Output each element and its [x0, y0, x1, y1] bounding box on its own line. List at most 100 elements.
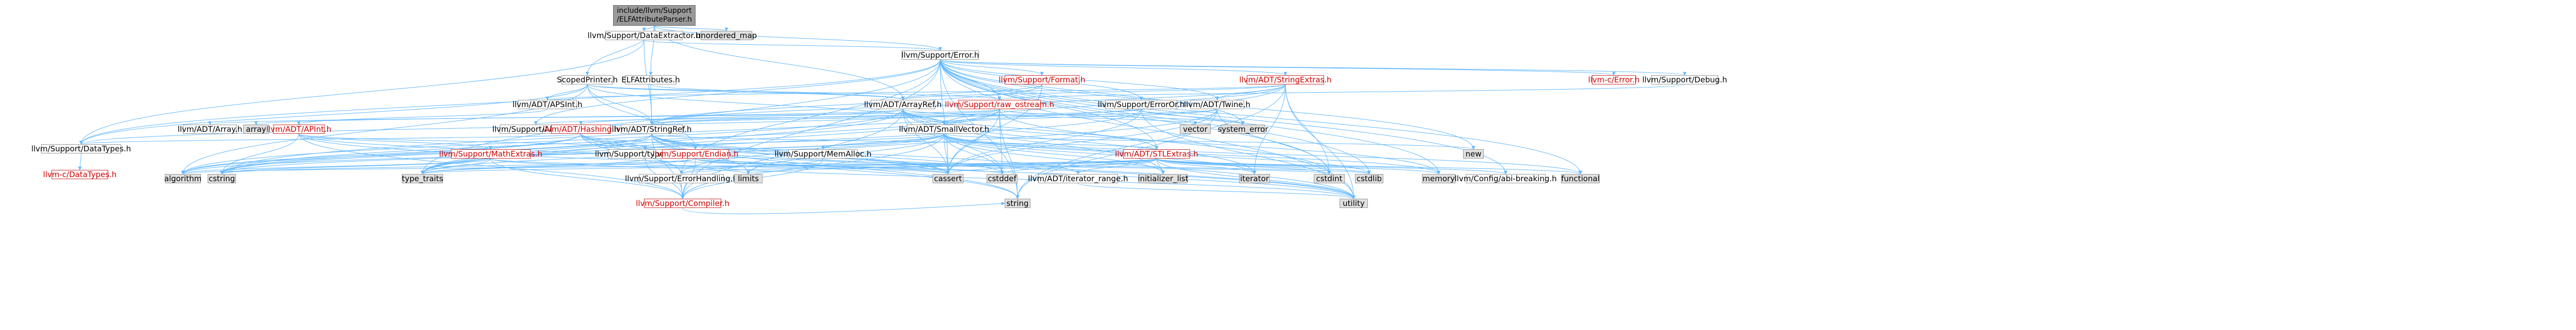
graph-node-twine[interactable]: llvm/ADT/Twine.h — [1183, 100, 1251, 109]
edge-erroror-to-type_traits — [420, 109, 1142, 175]
edge-memalloc-to-cstdlib — [823, 158, 1371, 175]
edge-rawostream-to-adtarray — [208, 109, 1000, 125]
edge-twine-to-smallvector — [942, 109, 1217, 125]
edge-stringref-to-algorithm — [181, 133, 652, 175]
edge-hashing-to-cassert — [581, 133, 950, 175]
graph-node-algorithm[interactable]: algorithm — [164, 174, 202, 183]
edge-stringref-to-stlextras — [651, 133, 1159, 150]
graph-node-array[interactable]: array — [243, 125, 269, 134]
graph-node-smallvector[interactable]: llvm/ADT/SmallVector.h — [899, 125, 990, 134]
edge-smallvector-to-new — [944, 133, 1476, 150]
edge-error-to-cstdlib — [940, 59, 1371, 175]
edge-error-to-compiler — [681, 59, 941, 199]
graph-node-limits[interactable]: limits — [734, 174, 762, 183]
edge-compiler-to-string — [682, 201, 1005, 214]
graph-node-cstring[interactable]: cstring — [208, 174, 236, 183]
graph-node-error[interactable]: llvm/Support/Error.h — [901, 50, 979, 60]
graph-node-dataextractor[interactable]: llvm/Support/DataExtractor.h — [587, 31, 701, 40]
graph-node-cassert[interactable]: cassert — [933, 174, 963, 183]
graph-node-memory[interactable]: memory — [1422, 174, 1455, 183]
graph-node-llvmcerror[interactable]: llvm-c/Error.h — [1588, 75, 1640, 84]
edge-stlextras-to-functional — [1156, 158, 1582, 175]
graph-node-cstddef[interactable]: cstddef — [987, 174, 1018, 183]
graph-node-mathextras[interactable]: llvm/Support/MathExtras.h — [439, 149, 543, 159]
graph-node-arrayref[interactable]: llvm/ADT/ArrayRef.h — [864, 100, 942, 109]
graph-node-compiler[interactable]: llvm/Support/Compiler.h — [636, 199, 730, 208]
edge-smallvector-to-memory — [944, 133, 1440, 175]
edge-stlextras-to-iteratorrange — [1076, 158, 1157, 175]
edge-scopedprinter-to-stringref — [587, 84, 654, 125]
graph-node-erroror[interactable]: llvm/Support/ErrorOr.h — [1097, 100, 1185, 109]
graph-node-memalloc[interactable]: llvm/Support/MemAlloc.h — [774, 149, 872, 159]
edge-error-to-stringextras — [940, 59, 1287, 76]
graph-node-debug[interactable]: llvm/Support/Debug.h — [1642, 75, 1727, 84]
edge-hashing-to-utility — [581, 133, 1355, 199]
graph-node-hashing[interactable]: llvm/ADT/Hashing.h — [543, 125, 619, 134]
graph-node-llvmcdatatypes[interactable]: llvm-c/DataTypes.h — [43, 170, 117, 179]
edge-root-to-unordered_map — [654, 25, 728, 31]
edge-smallvector-to-typetraits — [643, 133, 944, 150]
edge-stringref-to-cstring — [220, 133, 652, 175]
graph-node-stringextras[interactable]: llvm/ADT/StringExtras.h — [1239, 75, 1332, 84]
edge-rawostream-to-string — [999, 109, 1020, 199]
graph-node-iteratorrange[interactable]: llvm/ADT/iterator_range.h — [1028, 174, 1128, 183]
edge-debug-to-rawostream — [998, 84, 1685, 100]
edge-stlextras-to-limits — [747, 158, 1157, 175]
graph-node-adtarray[interactable]: llvm/ADT/Array.h — [177, 125, 243, 134]
edge-arrayref-to-vector — [903, 109, 1197, 125]
graph-node-configabi[interactable]: llvm/Config/abi-breaking.h — [1454, 174, 1557, 183]
graph-node-endian[interactable]: llvm/Support/Endian.h — [652, 149, 739, 159]
edge-dataextractor-to-datatypes — [79, 40, 645, 145]
edge-endian-to-cstring — [220, 158, 696, 175]
edge-elfattributes-to-arrayref — [650, 84, 905, 100]
graph-node-initializer_list[interactable]: initializer_list — [1138, 174, 1189, 183]
graph-node-type_traits[interactable]: type_traits — [401, 174, 444, 183]
graph-node-utility[interactable]: utility — [1340, 199, 1368, 208]
edge-root-to-dataextractor — [642, 25, 655, 31]
graph-node-scopedprinter[interactable]: ScopedPrinter.h — [557, 75, 618, 84]
edge-datatypes-to-llvmcdatatypes — [78, 153, 82, 170]
edge-smallvector-to-utility — [944, 133, 1355, 199]
edge-arrayref-to-memory — [903, 109, 1440, 175]
edge-hashing-to-algorithm — [181, 133, 581, 175]
graph-node-vector[interactable]: vector — [1180, 125, 1211, 134]
edge-iteratorrange-to-utility — [1078, 183, 1355, 199]
edge-stlextras-to-initializer_list — [1156, 158, 1165, 175]
graph-node-errorhandling[interactable]: llvm/Support/ErrorHandling.h — [625, 174, 738, 183]
edge-smallvector-to-initializer_list — [944, 133, 1165, 175]
graph-node-datatypes[interactable]: llvm/Support/DataTypes.h — [31, 144, 131, 153]
edge-stlextras-to-cstdint — [1156, 158, 1331, 175]
edge-stlextras-to-cstddef — [1000, 158, 1157, 175]
graph-node-format[interactable]: llvm/Support/Format.h — [998, 75, 1086, 84]
graph-node-elfattributes[interactable]: ELFAttributes.h — [621, 75, 680, 84]
edge-apint-to-cstring — [220, 133, 299, 175]
graph-node-stlextras[interactable]: llvm/ADT/STLExtras.h — [1115, 149, 1198, 159]
edge-stringextras-to-apsint — [546, 84, 1286, 100]
edge-smallvector-to-memalloc — [821, 133, 944, 150]
graph-node-rawostream[interactable]: llvm/Support/raw_ostream.h — [944, 100, 1055, 109]
graph-node-apsint[interactable]: llvm/ADT/APSInt.h — [512, 100, 583, 109]
edge-error-to-functional — [940, 59, 1582, 175]
graph-node-string[interactable]: string — [1005, 199, 1030, 208]
graph-node-systemerror[interactable]: system_error — [1217, 125, 1268, 134]
graph-node-iterator[interactable]: iterator — [1239, 174, 1270, 183]
edge-mathextras-to-cassert — [490, 158, 950, 175]
graph-node-apint[interactable]: llvm/ADT/APInt.h — [266, 125, 332, 134]
edge-arrayref-to-algorithm — [181, 109, 903, 175]
edge-erroror-to-systemerror — [1141, 109, 1245, 125]
graph-node-new[interactable]: new — [1463, 149, 1484, 159]
edge-hashing-to-datatypes — [79, 133, 581, 145]
graph-node-unordered_map[interactable]: unordered_map — [696, 31, 757, 40]
edge-erroror-to-cassert — [946, 109, 1142, 175]
graph-node-stringref[interactable]: llvm/ADT/StringRef.h — [612, 125, 692, 134]
edge-stlextras-to-memory — [1156, 158, 1440, 175]
edge-format-to-arrayref — [901, 84, 1042, 100]
edge-apsint-to-apint — [297, 109, 548, 125]
graph-node-functional[interactable]: functional — [1561, 174, 1600, 183]
graph-node-cstdint[interactable]: cstdint — [1314, 174, 1345, 183]
edge-stringextras-to-utility — [1285, 84, 1355, 199]
graph-node-root[interactable]: include/llvm/Support /ELFAttributeParser… — [613, 5, 696, 26]
graph-node-cstdlib[interactable]: cstdlib — [1355, 174, 1383, 183]
